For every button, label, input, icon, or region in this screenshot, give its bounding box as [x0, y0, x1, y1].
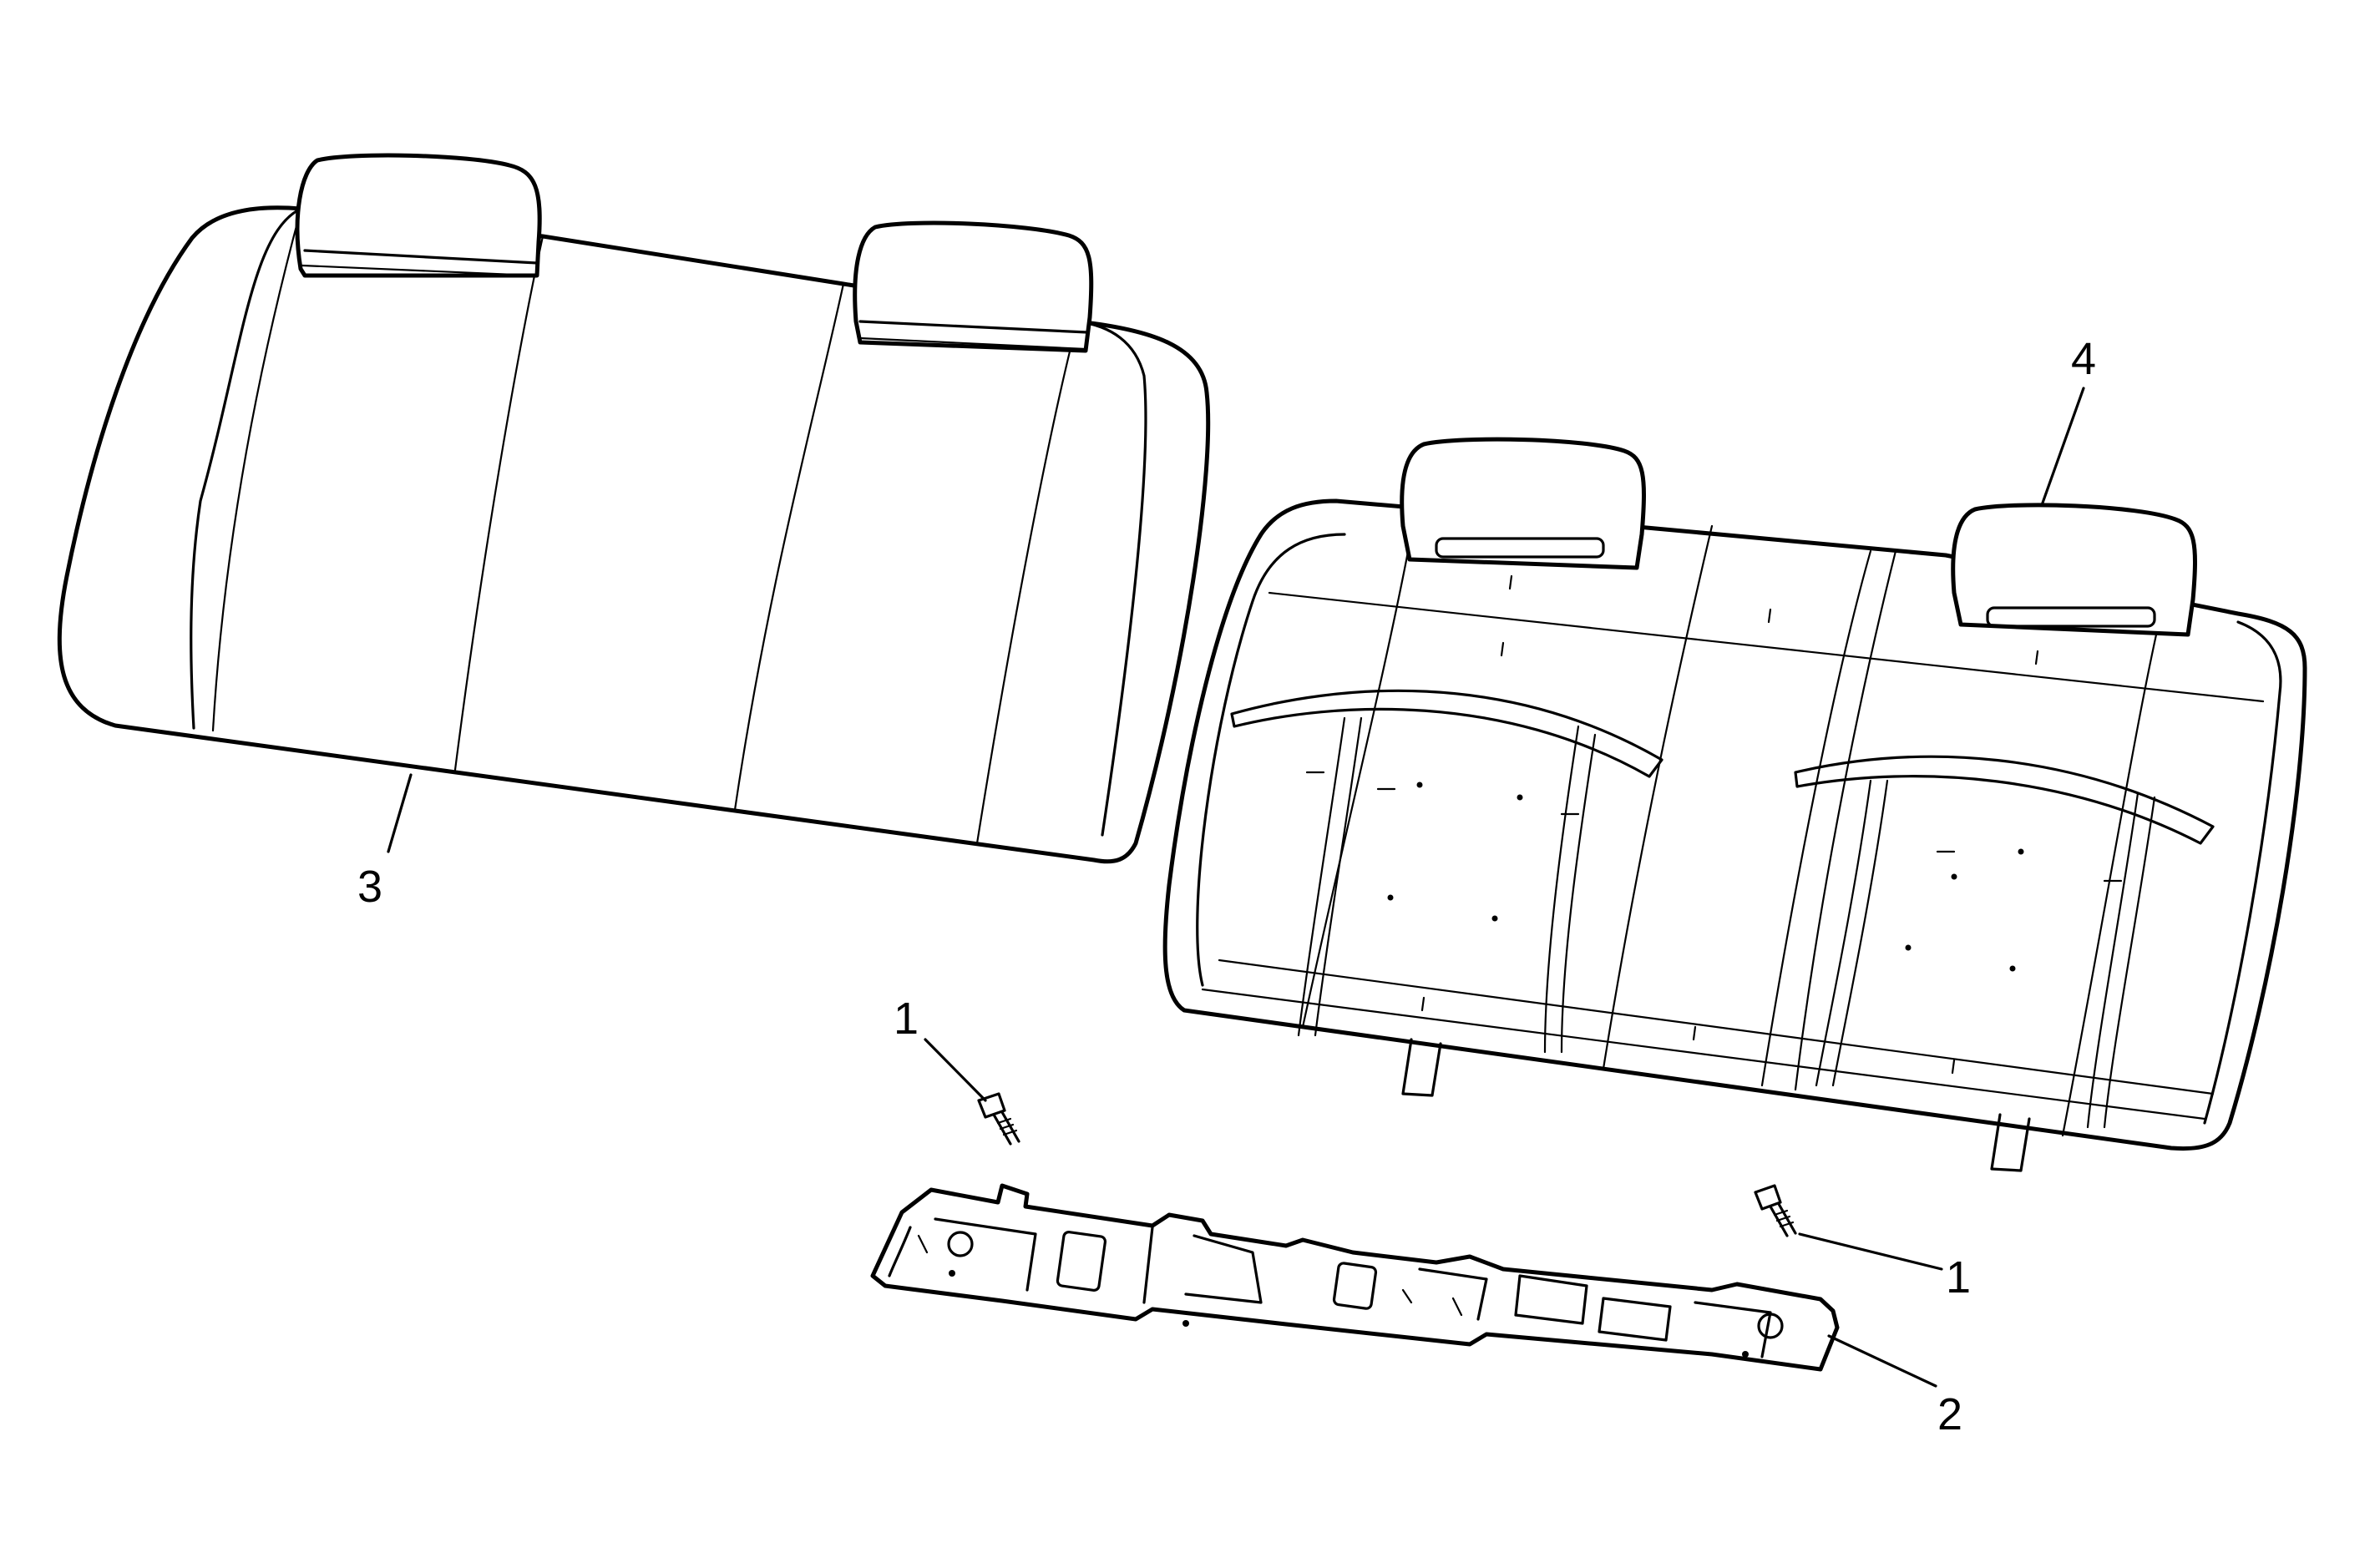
- callout-2: 2: [1937, 1389, 1962, 1439]
- leader-1a: [924, 1038, 987, 1102]
- leader-2: [1827, 1334, 1937, 1388]
- callout-1-left: 1: [894, 994, 919, 1044]
- part-4-seatback-frame: [1162, 437, 2307, 1172]
- frame-dots: [1305, 574, 2123, 1075]
- callout-3: 3: [357, 862, 382, 912]
- leader-4: [2040, 387, 2085, 507]
- part-2-mounting-bracket: [870, 1183, 1840, 1372]
- leader-3: [387, 773, 413, 853]
- callout-4: 4: [2071, 334, 2096, 384]
- part-1-bolt-right: [1754, 1184, 1797, 1237]
- part-3-seatback-cover: [57, 153, 1211, 864]
- part-1-bolt-left: [977, 1092, 1020, 1146]
- leader-1b: [1798, 1232, 1943, 1271]
- callout-1-right: 1: [1946, 1252, 1971, 1303]
- leader-lines: [387, 387, 2085, 1388]
